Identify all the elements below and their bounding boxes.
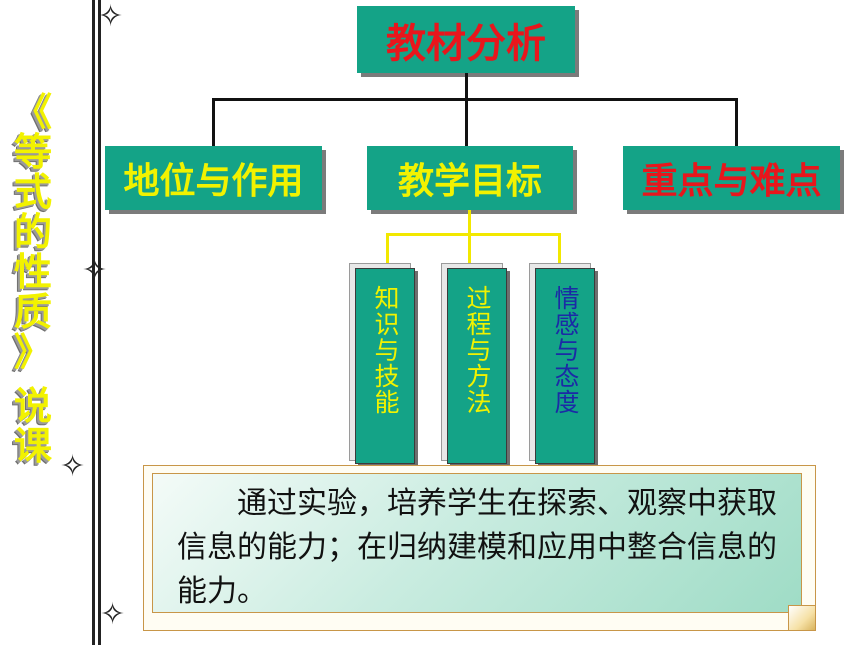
connector <box>386 233 561 236</box>
sparkle-icon: ✧ <box>60 449 86 484</box>
connector <box>212 98 738 101</box>
connector <box>468 233 471 263</box>
objective-knowledge-skills: 知识与技能 <box>355 268 415 464</box>
side-title-char: 质 <box>13 290 52 334</box>
side-title-char: 性 <box>13 250 52 294</box>
note-text: 通过实验，培养学生在探索、观察中获取信息的能力；在归纳建模和应用中整合信息的能力… <box>177 486 777 609</box>
connector <box>212 98 215 146</box>
node-teaching-goals: 教学目标 <box>367 146 573 210</box>
node-label: 地位与作用 <box>123 161 304 202</box>
side-title-char: 说 <box>13 384 52 428</box>
connector <box>465 98 468 146</box>
node-label: 重点与难点 <box>641 161 822 202</box>
left-border-rule <box>92 0 95 645</box>
side-title: 《 等 式 的 性 质 》 说 课 <box>4 92 62 466</box>
connector <box>465 73 468 100</box>
side-title-char: 《 <box>13 90 52 134</box>
root-node: 教材分析 <box>357 6 575 73</box>
objective-label: 知识与技能 <box>371 285 400 415</box>
objective-emotion-attitude: 情感与态度 <box>535 268 595 464</box>
side-title-char: 等 <box>13 130 52 174</box>
connector <box>468 210 471 235</box>
root-node-label: 教材分析 <box>386 20 546 67</box>
objective-label: 过程与方法 <box>463 285 492 415</box>
connector <box>735 98 738 146</box>
side-title-char: 的 <box>13 210 52 254</box>
node-label: 教学目标 <box>397 161 542 202</box>
objective-process-methods: 过程与方法 <box>447 268 507 464</box>
left-border-rule-inner <box>98 0 101 645</box>
side-title-char: 》 <box>13 330 52 374</box>
page-curl-icon <box>788 605 815 630</box>
sparkle-icon: ✧ <box>82 253 108 288</box>
sparkle-icon: ✧ <box>98 0 124 34</box>
connector <box>386 233 389 263</box>
note-box: 通过实验，培养学生在探索、观察中获取信息的能力；在归纳建模和应用中整合信息的能力… <box>152 473 802 613</box>
node-position-and-role: 地位与作用 <box>105 146 322 210</box>
sparkle-icon: ✧ <box>100 597 126 632</box>
side-title-char: 课 <box>13 424 52 468</box>
side-title-char: 式 <box>13 170 52 214</box>
objective-label: 情感与态度 <box>551 285 580 415</box>
connector <box>558 233 561 263</box>
node-key-points-difficulties: 重点与难点 <box>623 146 840 210</box>
